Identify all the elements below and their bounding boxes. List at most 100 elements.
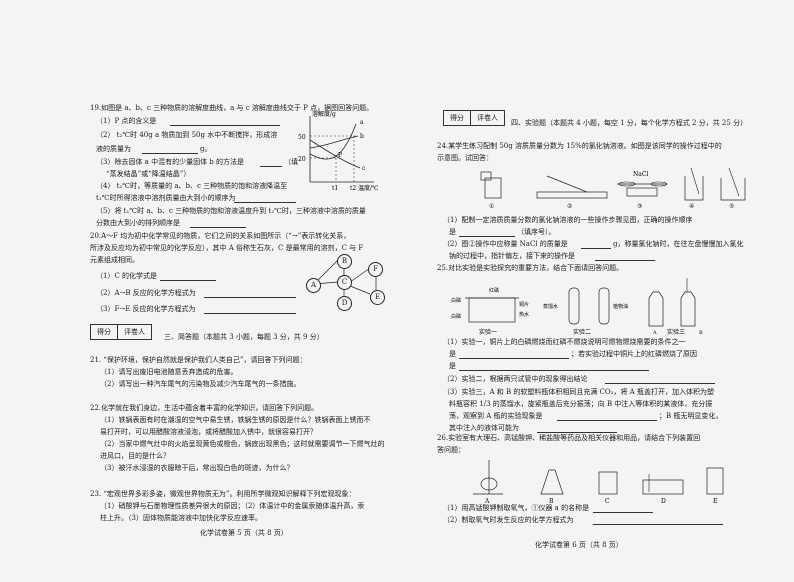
q24-stem2: 示意图。试回答： (437, 154, 493, 162)
exp-label-1: 实验一 (479, 328, 497, 336)
q26-stem2: 答问题： (437, 446, 465, 454)
q23-part1b: 柱上升。（3）固体物质能溶液中加快化学反应速率。 (100, 514, 262, 522)
answer-blank (595, 260, 655, 261)
q19-part1: （1）P 点的含义是 (96, 117, 157, 125)
answer-blank (260, 166, 282, 167)
q19-part2: （2） t₂℃时 40g a 物质加到 50g 水中不断搅拌，形成溶 (96, 131, 278, 139)
q25-stem: 25.对比实验是实验探究的重要方法，结合下面请回答问题。 (437, 264, 624, 272)
answer-blank (537, 432, 617, 433)
q26-part1: （1）用高锰酸钾制取氧气，①仪器 a 的名称是 (443, 504, 590, 512)
step-label-3: ③ (637, 203, 642, 210)
q25-part1b: 是 (449, 350, 456, 358)
step-label-1: ① (489, 203, 494, 210)
q20-stem: 20.A～F 均为初中化学常见的物质，它们之间的关系如图所示（“→”表示转化关系… (90, 232, 351, 240)
vegetable-oil-label: 植物油 (613, 303, 628, 310)
q25-part1d: 是 (449, 362, 456, 370)
answer-blank (593, 524, 723, 525)
q19-part5b: 分数由大到小的排列顺序是 (96, 219, 180, 227)
q23-stem: 23. “宏观世界多彩多姿，微观世界物质无为”。利用所学微观知识解释下列宏观现象… (90, 490, 356, 498)
exp-label-2: 实验二 (573, 328, 591, 336)
q26-stem: 26.实验室有大理石、高锰酸钾、稀盐酸等药品及相关仪器和用品，请结合下列装置回 (437, 434, 701, 442)
graph-tick-t1: t1 (332, 185, 338, 192)
node-e: E (370, 290, 385, 305)
q22-part1: （1）铁锅表面有时在潮湿的空气中易生锈，铁锅生锈的原因是什么？铁锅表面上锈而不 (100, 416, 371, 424)
answer-blank (204, 313, 296, 314)
q24-stem: 24.某学生练习配制 50g 溶质质量分数为 15%的氯化钠溶液。如图是该同学的… (437, 142, 722, 150)
apparatus-d-label: D (661, 498, 666, 504)
score-label: 得分 (444, 111, 471, 125)
q24-apparatus-illustration: ① ② ③ ④ ⑤ NaCl (480, 167, 746, 210)
nacl-label: NaCl (633, 171, 648, 178)
section-4-title: 四、实验题（本题共 4 小题，每空 1 分，每个化学方程式 2 分，共 25 分… (511, 119, 748, 127)
answer-blank (581, 248, 611, 249)
answer-blank (459, 370, 649, 371)
q19-part3c: “蒸发结晶”或“降温结晶”） (106, 170, 191, 178)
section-3-title: 三、简答题（本题共 3 小题，每题 3 分，共 9 分） (164, 333, 324, 341)
hot-water-label: 热水 (519, 311, 529, 318)
q23-part1: （1）硝酸钾与石墨物理性质差异很大的原因；（2）体温计中的金属汞随体温升高，汞 (100, 502, 365, 510)
solubility-curve-graph: 溶解度/g 50 20 t1 t2 温度/℃ a b c P (298, 110, 378, 192)
answer-blank (170, 125, 280, 126)
q19-part2c: g。 (200, 145, 212, 153)
q20-part3: （3）F→E 反应的化学方程式为 (96, 305, 196, 313)
answer-blank (204, 297, 296, 298)
node-f: F (368, 262, 383, 277)
answer-blank (557, 420, 657, 421)
q20-stem3: 元素组成相同。 (90, 256, 139, 264)
node-c: C (337, 275, 352, 290)
graph-tick-t2: t2 (350, 185, 356, 192)
q25-part1: （1）实验一，铜片上的白磷燃烧而红磷不燃烧说明可燃物燃烧需要的条件之一 (443, 338, 686, 346)
q25-part3e: 其中注入的液体可能为 (449, 424, 519, 432)
q20-stem2: 所涉及反应均为初中常见的化学反应），其中 A 俗称生石灰，C 是最常用的溶剂，C… (90, 244, 364, 252)
q25-part1c: ；若实验过程中铜片上的红磷燃烧了原因 (571, 350, 697, 358)
q21-part2: （2）请写出一种汽车尾气的污染物及减少汽车尾气的一条措施。 (100, 380, 301, 388)
step-label-2: ② (567, 203, 572, 210)
q21-stem: 21. “保护环境，保护自然就是保护我们人类自己”，请回答下列问题： (90, 356, 307, 364)
q19-part4b: t₁℃时所得溶液中溶剂质量由大到小的顺序为 (96, 194, 236, 202)
answer-blank (234, 202, 296, 203)
q26-part2: （2）制取氧气时发生反应的化学方程式为 (443, 516, 574, 524)
q25-part3b: 料瓶容积 1/3 的蒸馏水，旋紧瓶盖后充分振荡；向 B 中注入等体积的某液体，充… (449, 400, 713, 408)
answer-blank (459, 236, 515, 237)
node-d: D (337, 296, 352, 311)
page-footer-right: 化学试卷第 6 页（共 8 页） (535, 541, 623, 549)
q22-part1b: 易打开时，可以用醋酸溶液浸泡，或将醋酸加入锈中，就很容易打开？ (100, 428, 317, 436)
apparatus-e-label: E (713, 498, 717, 504)
q24-part2c: 钠的过程中，指针偏左，接下来的操作是 (449, 252, 575, 260)
red-phosphorus-label: 红磷 (489, 287, 499, 294)
q20-part1: （1）C 的化学式是 (96, 272, 158, 280)
answer-blank (605, 383, 715, 384)
q24-part1b: 是 (449, 228, 456, 236)
exam-page-6: 得分 评卷人 四、实验题（本题共 4 小题，每空 1 分，每个化学方程式 2 分… (397, 0, 794, 582)
q25-part3c: 荡，观察到 A 瓶的实验现象是 (449, 412, 543, 420)
q19-part3b: （填 (284, 158, 298, 166)
q22-part2: （2）当家中燃气灶中的火焰呈现黄色或橙色，锅底出现黑色；这时就需要调节一下燃气灶… (100, 440, 385, 448)
exp-label-3: 实验三 (667, 328, 685, 336)
answer-blank (160, 280, 216, 281)
q22-part3: （3）被汗水浸湿的衣服晾干后，常出现白色的斑迹，为什么？ (100, 464, 294, 472)
graph-tick-20: 20 (298, 156, 306, 163)
node-b: B (337, 254, 352, 269)
q19-part5: （5）将 t₁℃时 a、b、c 三种物质的饱和溶液温度升到 t₂℃时，三种溶液中… (96, 207, 366, 215)
grader-label: 评卷人 (477, 114, 498, 122)
q25-part3d: ；B 瓶无明显变化， (659, 412, 723, 420)
page-footer-left: 化学试卷第 5 页（共 8 页） (200, 529, 288, 537)
curve-a-label: a (360, 119, 364, 126)
node-a: A (306, 278, 321, 293)
q24-part1: （1）配制一定溶质质量分数的氯化钠溶液的一些操作步骤见图，正确的操作顺序 (443, 216, 693, 224)
q19-part3: （3）除去固体 a 中混有的少量固体 b 的方法是 (96, 158, 245, 166)
q25-part3: （3）实验三，A 和 B 的软塑料瓶体积相同且充满 CO₂，将 A 瓶盖打开，加… (443, 388, 714, 396)
curve-c-label: c (362, 165, 366, 172)
graph-ylabel: 溶解度/g (312, 110, 336, 118)
q25-part2: （2）实验二，根据两只试管中的现象得出结论 (443, 375, 588, 383)
graph-xlabel: 温度/℃ (358, 184, 378, 192)
q25-apparatus-illustration: 实验一 实验二 实验三 白磷 红磷 铜片 热水 白磷 植物油 蒸馏水 A B (451, 278, 703, 336)
apparatus-a-label: A (484, 498, 490, 504)
exam-page-5: 19.如图是 a、b、c 三种物质的溶解度曲线，a 与 c 溶解度曲线交于 P … (90, 104, 385, 537)
grader-label: 评卷人 (124, 328, 145, 336)
q24-part2: （2）图②操作中应称量 NaCl 的质量是 (443, 240, 568, 248)
point-p-label: P (338, 152, 342, 159)
q26-apparatus-illustration: A B C D E (473, 460, 724, 504)
q19-part2b: 液的质量为 (96, 145, 131, 153)
q21-part1: （1）请写出废旧电池随意丢弃造成的危害。 (100, 368, 238, 376)
